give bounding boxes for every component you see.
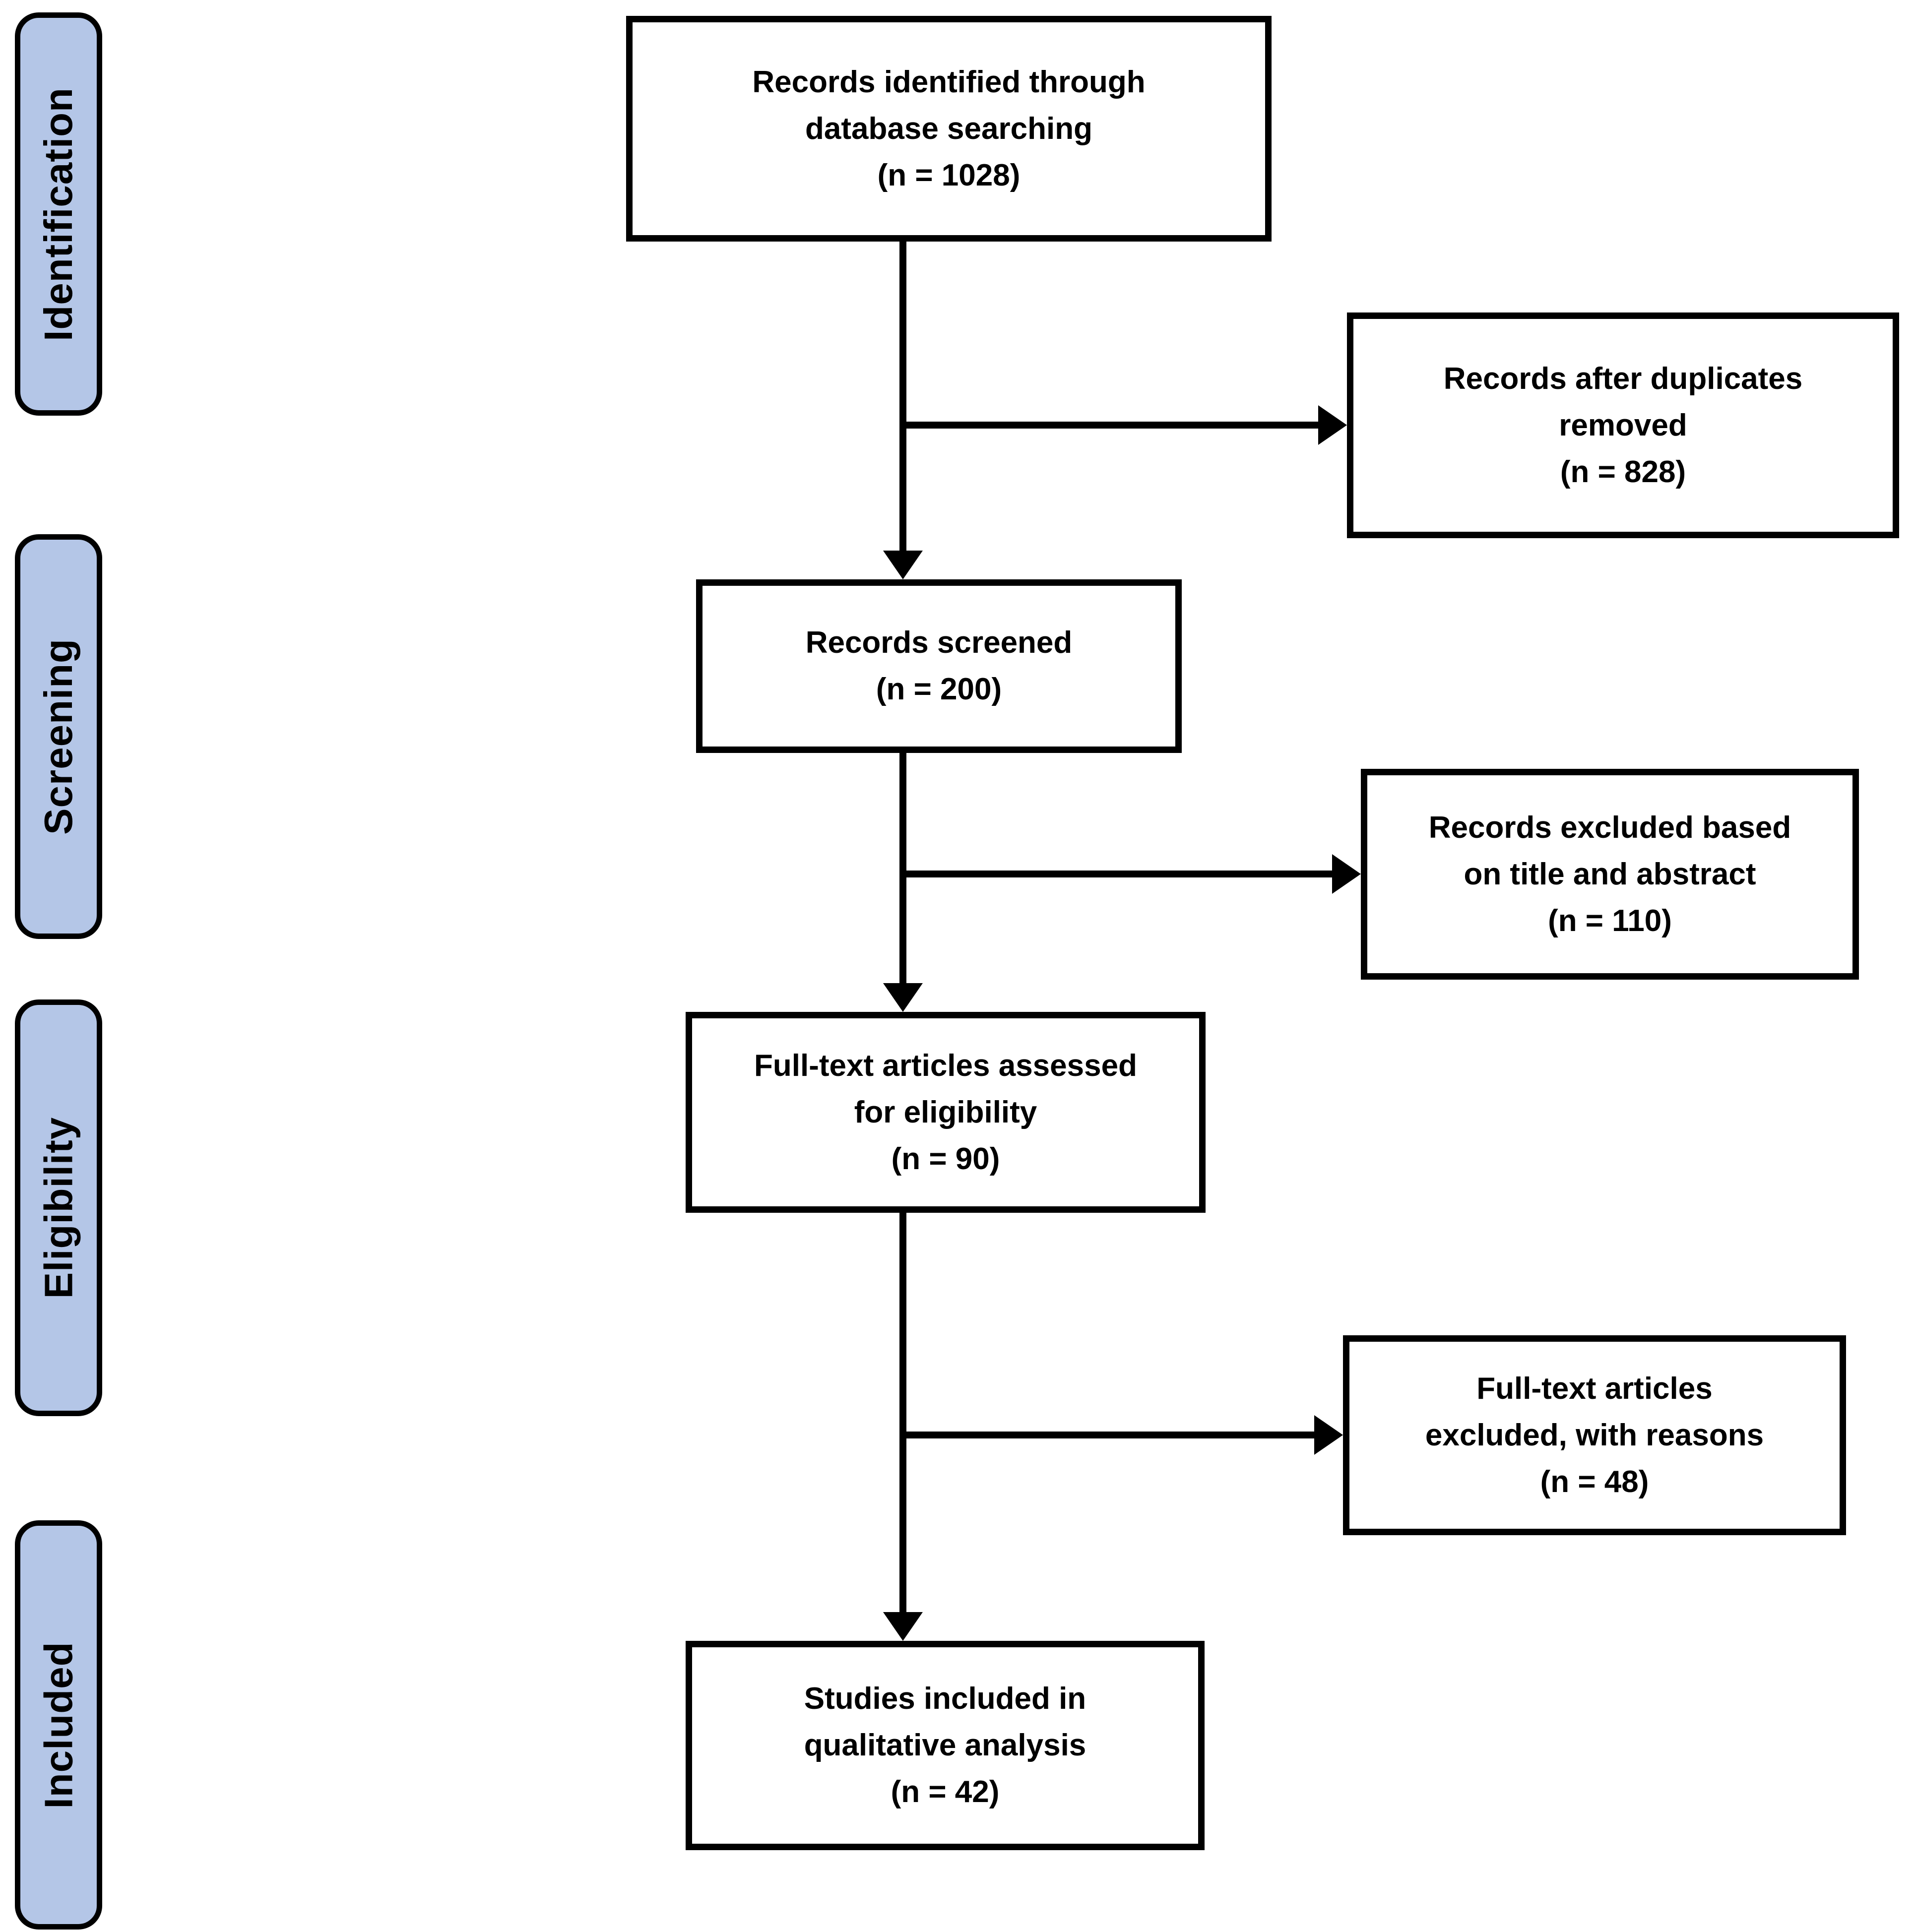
stage-label-identification: Identification bbox=[36, 87, 80, 341]
node-studies-included-text: Studies included in qualitative analysis… bbox=[804, 1682, 1086, 1809]
node-records-identified: Records identified through database sear… bbox=[626, 16, 1272, 242]
flow-line-to-duplicates-removed bbox=[899, 422, 1318, 429]
node-fulltext-excluded-text: Full-text articles excluded, with reason… bbox=[1425, 1371, 1764, 1499]
stage-identification: Identification bbox=[15, 12, 102, 416]
stage-label-included: Included bbox=[36, 1641, 80, 1808]
arrowhead-into-fulltext-excluded bbox=[1314, 1415, 1343, 1455]
arrowhead-into-screened bbox=[883, 551, 923, 579]
node-fulltext-assessed-text: Full-text articles assessed for eligibil… bbox=[754, 1048, 1137, 1176]
node-records-screened-text: Records screened (n = 200) bbox=[805, 625, 1073, 706]
node-records-screened: Records screened (n = 200) bbox=[696, 579, 1182, 753]
node-excluded-title-abstract-text: Records excluded based on title and abst… bbox=[1428, 810, 1791, 938]
node-fulltext-excluded: Full-text articles excluded, with reason… bbox=[1343, 1335, 1846, 1535]
flow-line-to-fulltext-excluded bbox=[899, 1432, 1314, 1438]
arrowhead-into-excluded-title-abstract bbox=[1332, 854, 1361, 894]
node-studies-included: Studies included in qualitative analysis… bbox=[686, 1641, 1205, 1850]
stage-included: Included bbox=[15, 1520, 102, 1930]
arrowhead-into-assessed bbox=[883, 983, 923, 1012]
node-excluded-title-abstract: Records excluded based on title and abst… bbox=[1361, 769, 1859, 980]
arrowhead-into-duplicates-removed bbox=[1318, 405, 1347, 445]
node-fulltext-assessed: Full-text articles assessed for eligibil… bbox=[686, 1012, 1206, 1213]
node-duplicates-removed-text: Records after duplicates removed (n = 82… bbox=[1443, 361, 1803, 489]
stage-label-eligibility: Eligibility bbox=[36, 1117, 80, 1299]
arrowhead-into-included bbox=[883, 1612, 923, 1641]
flow-line-to-excluded-title-abstract bbox=[899, 871, 1332, 877]
flow-line-identified-to-screened bbox=[899, 242, 906, 551]
stage-label-screening: Screening bbox=[36, 638, 81, 835]
stage-screening: Screening bbox=[15, 534, 102, 939]
flow-line-screened-to-assessed bbox=[899, 753, 906, 983]
stage-eligibility: Eligibility bbox=[15, 999, 102, 1416]
flow-line-assessed-to-included bbox=[899, 1213, 906, 1612]
node-duplicates-removed: Records after duplicates removed (n = 82… bbox=[1347, 312, 1899, 538]
node-records-identified-text: Records identified through database sear… bbox=[752, 64, 1146, 192]
